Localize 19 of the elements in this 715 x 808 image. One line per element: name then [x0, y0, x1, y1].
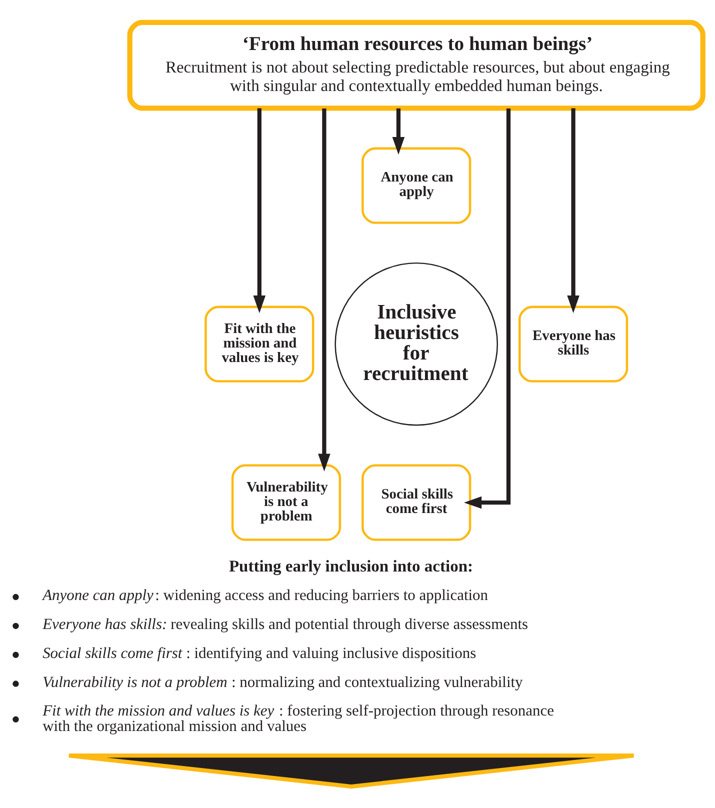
label: Anyone can apply: widening access and reducing barriers to application	[42, 586, 488, 604]
arrow	[566, 108, 579, 313]
node-triangle	[66, 752, 636, 788]
label: Everyone has skills: revealing skills and potential through diverse assessments	[42, 616, 528, 633]
label: Fit with the mission and values is key: fostering self-projection through resonance with the organizational mission and values	[42, 702, 554, 734]
node-box: Vulnerability is not a problem	[230, 464, 341, 540]
node-box: Fit with the mission and values is key	[204, 305, 314, 382]
node-box: ‘From human resources to human beings’ Recruitment is not about selecting predictable resources, but about engaging with singular and contextually embedded human beings.	[126, 19, 705, 110]
arrow	[252, 108, 266, 313]
node-box: Everyone has skills	[518, 305, 628, 382]
label: Putting early inclusion into action:	[228, 556, 473, 576]
label: Social skills come first: identifying and valuing inclusive dispositions	[42, 644, 476, 662]
arrow	[318, 108, 330, 471]
node-circle: Inclusive heuristics for recruitment	[334, 262, 498, 426]
node-box: Social skills come first	[361, 464, 471, 540]
arrow	[392, 108, 404, 154]
arrow	[463, 108, 510, 508]
node-box: Anyone can apply	[361, 146, 471, 224]
label: Vulnerability is not a problem: normalizing and contextualizing vulnerability	[42, 673, 522, 690]
